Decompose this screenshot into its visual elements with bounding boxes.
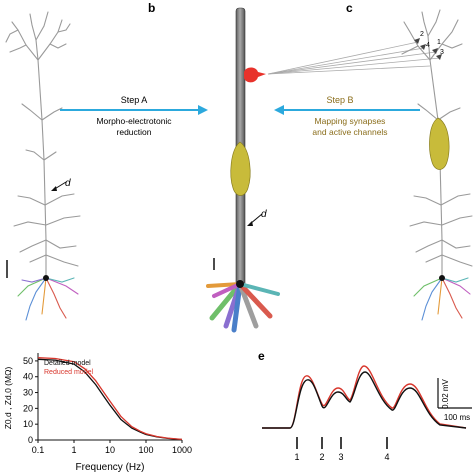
synapse-num-3: 3 [440, 49, 444, 56]
step-a-line1: Morpho-electrotonic [96, 116, 172, 126]
x-tick-label: 100 [138, 445, 153, 455]
synapse-mapping-lines [267, 41, 441, 75]
event-label-1: 1 [294, 452, 299, 462]
detailed-neuron-right [401, 9, 473, 279]
synapse-marker-1 [414, 38, 420, 44]
d-pointer-b-head [247, 221, 253, 226]
synapse-marker-4 [436, 54, 442, 60]
y-tick-label: 50 [23, 356, 33, 366]
step-a-line2: reduction [117, 127, 152, 137]
step-b-line1: Mapping synapses [315, 116, 386, 126]
impedance-ticks: 0.1 1 10 100 1000 0 10 20 30 40 50 [23, 356, 192, 455]
series-line-reduced-model [37, 357, 183, 441]
active-channel-hotspot-c [429, 117, 450, 170]
legend-reduced-model: Reduced model [44, 369, 93, 376]
step-b-arrow-head [274, 105, 284, 115]
y-tick-label: 10 [23, 419, 33, 429]
panel-letter-c: c [346, 1, 353, 15]
step-b-title: Step B [326, 95, 353, 105]
panel-letter-e: e [258, 349, 265, 363]
synapse-cluster-red [244, 67, 266, 83]
panel-letter-b: b [148, 1, 155, 15]
scale-ms-label: 100 ms [444, 413, 470, 422]
trace-reduced-model [262, 365, 467, 429]
d-label-b: d [261, 209, 267, 220]
synapse-num-4: 4 [426, 42, 430, 49]
active-channel-hotspot-b [230, 141, 251, 196]
basal-dendrites-left [17, 277, 79, 321]
d-pointer-left-head [51, 186, 57, 191]
synapse-marker-3 [432, 48, 438, 54]
impedance-lines [37, 357, 183, 441]
legend-detailed-model: Detailed model [44, 360, 91, 367]
x-tick-label: 1 [71, 445, 76, 455]
soma-b [236, 280, 244, 288]
impedance-xlabel: Frequency (Hz) [76, 462, 145, 473]
event-label-2: 2 [319, 452, 324, 462]
scale-mv-label: 0.02 mV [441, 378, 450, 408]
x-tick-label: 1000 [172, 445, 192, 455]
synapse-num-1: 1 [437, 39, 441, 46]
y-tick-label: 20 [23, 403, 33, 413]
event-markers [296, 437, 388, 449]
y-tick-label: 40 [23, 372, 33, 382]
d-label-left: d [65, 178, 71, 189]
event-label-3: 3 [338, 452, 343, 462]
y-tick-label: 30 [23, 388, 33, 398]
trace-detailed-model [262, 371, 467, 429]
synapse-num-2: 2 [420, 31, 424, 38]
x-tick-label: 0.1 [32, 445, 45, 455]
soma-right [439, 275, 445, 281]
soma-left [43, 275, 49, 281]
step-b-line2: and active channels [312, 127, 387, 137]
step-a-arrow-head [198, 105, 208, 115]
step-a-title: Step A [121, 95, 148, 105]
y-tick-label: 0 [28, 435, 33, 445]
basal-dendrites-right [413, 277, 471, 321]
synapse-marker-2 [420, 44, 426, 50]
impedance-ylabel: Z0,d , Zd,0 (MΩ) [3, 367, 13, 430]
reduced-basal-cylinders [206, 281, 280, 333]
event-label-4: 4 [384, 452, 389, 462]
x-tick-label: 10 [105, 445, 115, 455]
detailed-neuron-left [5, 11, 81, 279]
